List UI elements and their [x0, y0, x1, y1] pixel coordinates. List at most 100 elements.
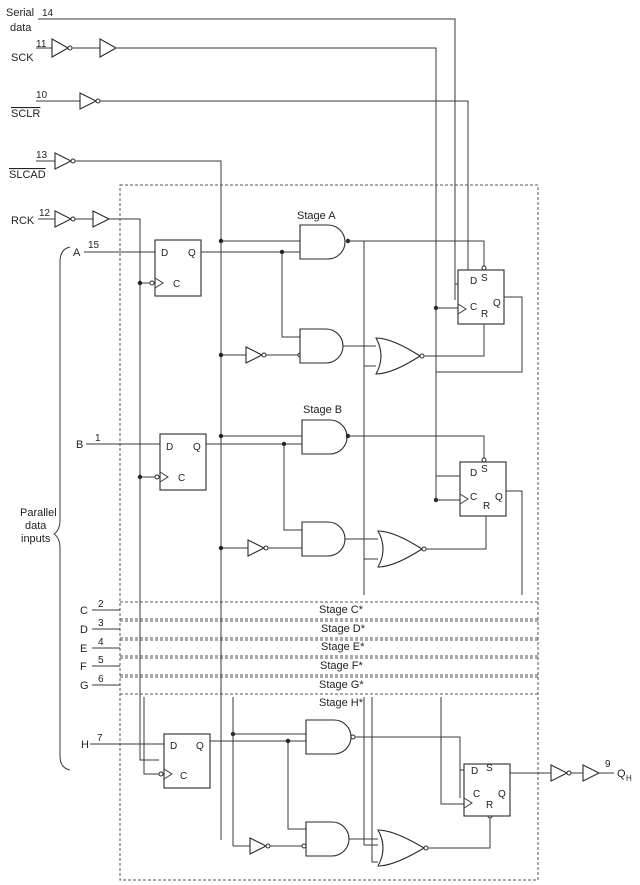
parallel-label-2: data — [25, 520, 47, 532]
shift-ff-h — [463, 763, 511, 817]
latch-h — [163, 733, 211, 789]
stage-a-label: Stage A — [297, 210, 336, 222]
stage-b-or — [377, 530, 424, 568]
stage-a: Stage A A 15 D Q C — [73, 101, 523, 460]
shift-ff-a-q: Q — [493, 298, 501, 309]
shift-ff-a-r: R — [481, 309, 488, 320]
latch-h-d: D — [170, 741, 177, 752]
qh-label: Q — [617, 768, 626, 780]
input-b-label: B — [76, 439, 83, 451]
latch-a-c: C — [173, 279, 180, 290]
sck-label: SCK — [11, 52, 34, 64]
serial-data-input: Serial 14 data — [6, 7, 456, 300]
stage-a-and-lower — [299, 328, 344, 364]
shift-ff-a-c: C — [470, 302, 477, 313]
rck-buffer — [92, 210, 111, 228]
sck-input: 11 SCK — [11, 38, 437, 308]
input-a-pin-number: 15 — [88, 240, 100, 251]
latch-b-d: D — [166, 442, 173, 453]
slcad-pin-number: 13 — [36, 150, 48, 161]
qh-pin-number: 9 — [605, 759, 611, 770]
latch-b — [159, 433, 207, 491]
shift-ff-h-d: D — [471, 766, 478, 777]
stage-h-and-upper — [305, 719, 352, 755]
serial-data-label-2: data — [10, 22, 32, 34]
shift-ff-a — [457, 269, 505, 325]
input-e-pin-number: 4 — [98, 637, 104, 648]
input-h-pin-number: 7 — [97, 733, 103, 744]
shift-ff-h-c: C — [473, 789, 480, 800]
input-c-label: C — [80, 605, 88, 617]
sclr-input: 10 SCLR — [11, 90, 469, 270]
slcad-label: SLCAD — [9, 169, 46, 181]
input-f-pin-number: 5 — [98, 655, 104, 666]
parallel-label-1: Parallel — [20, 507, 57, 519]
input-a-label: A — [73, 247, 81, 259]
stage-g-label: Stage G* — [319, 679, 364, 691]
rck-pin-number: 12 — [39, 208, 51, 219]
input-g-label: G — [80, 680, 89, 692]
parallel-inputs-brace: Parallel data inputs — [20, 246, 71, 771]
input-d-label: D — [80, 624, 88, 636]
input-e-label: E — [80, 643, 87, 655]
qh-inverter — [550, 764, 569, 782]
sclr-pin-number: 10 — [36, 90, 48, 101]
stage-d-label: Stage D* — [321, 623, 366, 635]
shift-ff-b-s: S — [481, 464, 488, 475]
input-g-pin-number: 6 — [98, 674, 104, 685]
stage-b: Stage B B 1 D Q C — [76, 241, 523, 595]
latch-a-d: D — [161, 248, 168, 259]
latch-a — [154, 239, 202, 297]
shift-ff-b-r: R — [483, 501, 490, 512]
stage-c-label: Stage C* — [319, 604, 364, 616]
stage-a-and-upper — [299, 224, 346, 260]
input-b-pin-number: 1 — [95, 433, 101, 444]
shift-ff-h-r: R — [486, 800, 493, 811]
sck-inverter — [51, 38, 70, 58]
rck-inverter — [54, 210, 73, 228]
stage-b-label: Stage B — [303, 404, 342, 416]
stage-b-inverter — [247, 539, 266, 557]
stage-b-and-upper — [301, 419, 348, 455]
shift-ff-h-q: Q — [498, 789, 506, 800]
parallel-label-3: inputs — [21, 533, 51, 545]
stage-h: Stage H* H 7 D Q C D S — [81, 697, 632, 867]
stage-h-label: Stage H* — [319, 697, 364, 709]
stage-a-inverter — [245, 346, 264, 364]
latch-b-q: Q — [193, 442, 201, 453]
latch-b-c: C — [178, 473, 185, 484]
shift-ff-b-q: Q — [495, 492, 503, 503]
shift-ff-a-s: S — [481, 273, 488, 284]
shift-ff-b-c: C — [470, 492, 477, 503]
stage-h-and-lower — [305, 821, 350, 857]
stage-h-inverter — [249, 837, 268, 855]
stage-a-or — [375, 337, 422, 375]
latch-a-q: Q — [188, 248, 196, 259]
stage-h-or — [377, 829, 426, 867]
qh-subscript: H — [626, 774, 632, 783]
stage-e-label: Stage E* — [321, 641, 365, 653]
slcad-inverter — [54, 152, 73, 170]
input-h-label: H — [81, 739, 89, 751]
input-f-label: F — [80, 661, 87, 673]
latch-h-c: C — [180, 771, 187, 782]
serial-data-label-1: Serial — [6, 7, 34, 19]
sclr-label: SCLR — [11, 108, 40, 120]
collapsed-stages: Stage C* Stage D* Stage E* Stage F* Stag… — [80, 599, 538, 695]
qh-buffer — [582, 764, 601, 782]
stage-b-and-lower — [301, 521, 346, 557]
shift-ff-a-d: D — [470, 276, 477, 287]
rck-label: RCK — [11, 215, 35, 227]
shift-ff-h-s: S — [486, 763, 493, 774]
serial-data-pin-number: 14 — [42, 8, 54, 19]
stage-f-label: Stage F* — [320, 660, 364, 672]
shift-ff-b-d: D — [470, 468, 477, 479]
sck-buffer — [99, 38, 118, 58]
input-d-pin-number: 3 — [98, 618, 104, 629]
shift-ff-b — [459, 461, 507, 517]
sck-pin-number: 11 — [36, 39, 47, 50]
sclr-inverter — [79, 92, 98, 110]
input-c-pin-number: 2 — [98, 599, 104, 610]
latch-h-q: Q — [196, 741, 204, 752]
